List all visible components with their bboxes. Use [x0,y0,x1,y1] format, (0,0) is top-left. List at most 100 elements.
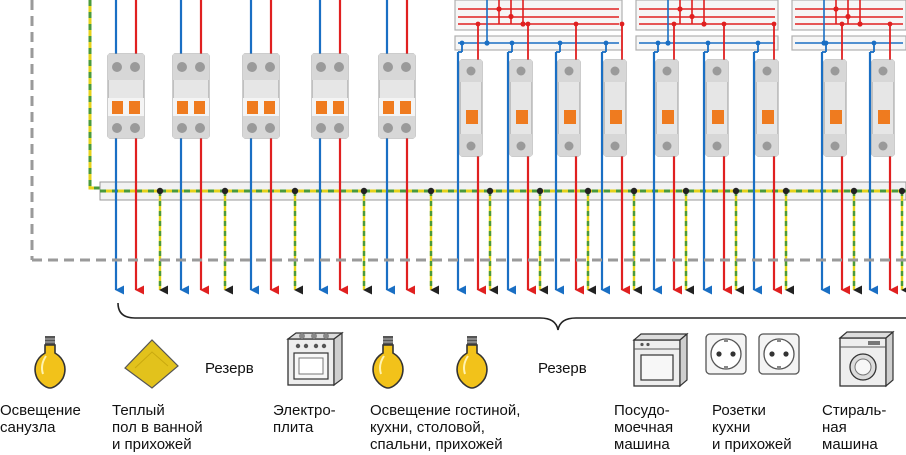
terminal-screw [130,62,140,72]
pe-terminal [682,187,690,195]
breaker-handle [112,101,123,114]
breaker-handle [564,110,576,124]
breaker-handle [878,110,890,124]
electric-stove-icon [286,331,344,387]
busbar-node [459,40,465,46]
terminal-screw [878,141,888,151]
single-pole-breaker [823,59,847,157]
busbar-node [619,21,625,27]
busbar-node [508,13,514,20]
busbar-node [705,40,711,46]
breaker-handle [194,101,205,114]
pe-terminal [584,187,592,195]
terminal-screw [334,62,344,72]
busbar-groups [454,0,906,51]
terminal-screw [466,66,476,76]
terminal-screw [662,66,672,76]
terminal-screw [247,123,257,133]
washing-machine-icon [838,330,895,388]
terminal-screw [401,62,411,72]
terminal-screw [265,62,275,72]
double-pole-breaker [311,53,349,139]
heated-floor-icon [124,339,179,389]
terminal-screw [878,66,888,76]
terminal-screw [112,123,122,133]
busbar-node [857,21,863,27]
consumer-label-reserve-2: Резерв [538,360,587,377]
busbar-node [845,13,851,20]
pe-terminal [782,187,790,195]
breaker-handle [333,101,344,114]
single-pole-breaker [871,59,895,157]
breaker-handle [662,110,674,124]
power-socket-icon [758,333,800,375]
busbar-node [755,40,761,46]
breaker-handle [466,110,478,124]
busbar-node [887,21,893,27]
busbar-node [525,21,531,27]
pe-terminal [630,187,638,195]
circuit-wires [114,0,906,295]
pe-terminal [898,187,906,195]
light-bulb-icon [372,336,404,389]
busbar-node [603,40,609,46]
breaker-handle [400,101,411,114]
busbar-node [823,40,829,46]
light-bulb-icon [34,336,66,389]
breaker-handle [610,110,622,124]
busbar-node [701,21,707,27]
busbar-node [677,6,683,12]
consumer-label-electric-stove: Электро- плита [273,402,336,436]
breaker-handle [712,110,724,124]
consumer-label-heated-floor: Теплый пол в ванной и прихожей [112,402,203,453]
terminal-screw [195,62,205,72]
circuit-breakers [32,53,906,262]
terminal-screw [316,62,326,72]
terminal-screw [712,66,722,76]
single-pole-breaker [755,59,779,157]
terminal-screw [383,123,393,133]
consumers-brace [117,302,906,331]
double-pole-breaker [172,53,210,139]
breaker-handle [177,101,188,114]
terminal-screw [830,66,840,76]
terminal-screw [334,123,344,133]
terminal-screw [177,62,187,72]
single-pole-breaker [557,59,581,157]
busbar-node [496,6,502,12]
terminal-screw [177,123,187,133]
phase-distribution-block [635,0,779,31]
busbar-node [475,21,481,27]
terminal-screw [247,62,257,72]
breaker-handle [516,110,528,124]
single-pole-breaker [459,59,483,157]
terminal-screw [112,62,122,72]
terminal-screw [130,123,140,133]
busbar-node [671,21,677,27]
single-pole-breaker [705,59,729,157]
double-pole-breaker [107,53,145,139]
busbar-node [655,40,661,46]
busbar-node [557,40,563,46]
terminal-screw [516,66,526,76]
consumer-label-bathroom-lighting: Освещение санузла [0,402,81,436]
busbar-node [721,21,727,27]
busbar-node [839,21,845,27]
breaker-handle [316,101,327,114]
terminal-screw [564,66,574,76]
busbar-node [771,21,777,27]
terminal-screw [516,141,526,151]
pe-terminal [291,187,299,195]
breaker-handle [762,110,774,124]
pe-terminal [360,187,368,195]
busbar-node [484,40,490,46]
terminal-screw [265,123,275,133]
terminal-screw [466,141,476,151]
pe-terminal [536,187,544,195]
busbar-node [665,40,671,46]
single-pole-breaker [509,59,533,157]
busbar-node [833,6,839,12]
terminal-screw [762,66,772,76]
single-pole-breaker [603,59,627,157]
